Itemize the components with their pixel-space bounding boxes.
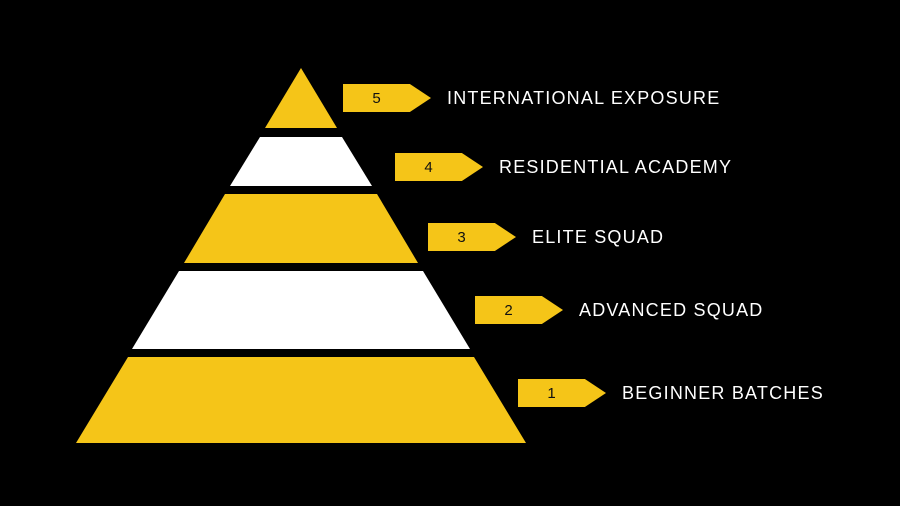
tier-row-4: 4 RESIDENTIAL ACADEMY [395,153,732,181]
tier-row-2: 2 ADVANCED SQUAD [475,296,764,324]
level-badge-3: 3 [428,223,516,251]
level-badge-4: 4 [395,153,483,181]
level-badge-5: 5 [343,84,431,112]
pyramid-tier-1-shape [76,357,526,443]
tier-label-4: RESIDENTIAL ACADEMY [499,156,733,177]
level-badge-1: 1 [518,379,606,407]
tier-label-3: ELITE SQUAD [532,226,665,247]
tier-label-2: ADVANCED SQUAD [579,299,764,320]
pyramid-tier-2-shape [132,271,470,349]
level-number-2: 2 [504,301,513,319]
tier-row-1: 1 BEGINNER BATCHES [518,379,824,407]
tier-label-1: BEGINNER BATCHES [622,382,824,403]
pyramid-tier-5-shape [265,68,337,128]
level-number-1: 1 [547,384,556,402]
tier-row-5: 5 INTERNATIONAL EXPOSURE [343,84,720,112]
tier-row-3: 3 ELITE SQUAD [428,223,664,251]
level-badge-2: 2 [475,296,563,324]
level-number-3: 3 [457,228,466,246]
level-number-4: 4 [424,158,433,176]
level-number-5: 5 [372,89,381,107]
pyramid-tier-3-shape [184,194,418,263]
pyramid-tier-4-shape [230,137,372,186]
tier-label-5: INTERNATIONAL EXPOSURE [447,87,721,108]
